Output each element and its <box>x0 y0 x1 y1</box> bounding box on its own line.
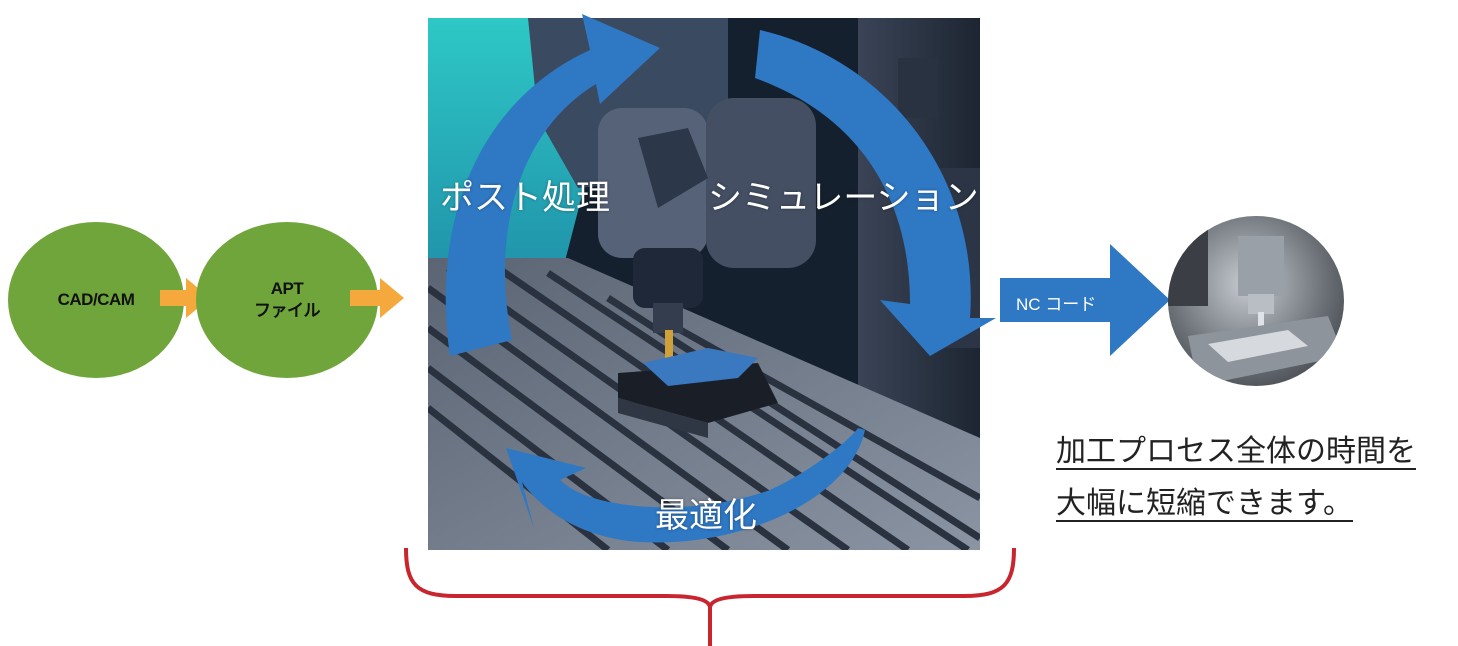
cycle-bracket <box>404 547 1016 646</box>
nc-code-arrow <box>1000 244 1170 356</box>
simulation-cycle-arrow <box>755 30 996 356</box>
cad-cam-node: CAD/CAM <box>8 222 184 378</box>
summary-line-2: 大幅に短縮できます。 <box>1056 486 1353 521</box>
simulation-label: シミュレーション <box>708 178 979 218</box>
summary-text: 加工プロセス全体の時間を 大幅に短縮できます。 <box>1056 426 1416 530</box>
flow-arrow-2 <box>350 278 404 318</box>
optimize-label: 最適化 <box>655 496 757 536</box>
post-processing-cycle-arrow <box>445 14 660 356</box>
optimize-cycle-arrow <box>506 428 865 543</box>
apt-file-label: APT ファイル <box>254 279 321 320</box>
cycle-arrows <box>445 14 996 543</box>
apt-file-node: APT ファイル <box>196 222 378 378</box>
nc-code-label: NC コード <box>1016 295 1097 314</box>
post-processing-label: ポスト処理 <box>440 178 610 218</box>
cad-cam-label: CAD/CAM <box>57 290 135 309</box>
machined-part-photo <box>1168 216 1344 386</box>
summary-line-1: 加工プロセス全体の時間を <box>1056 434 1416 469</box>
